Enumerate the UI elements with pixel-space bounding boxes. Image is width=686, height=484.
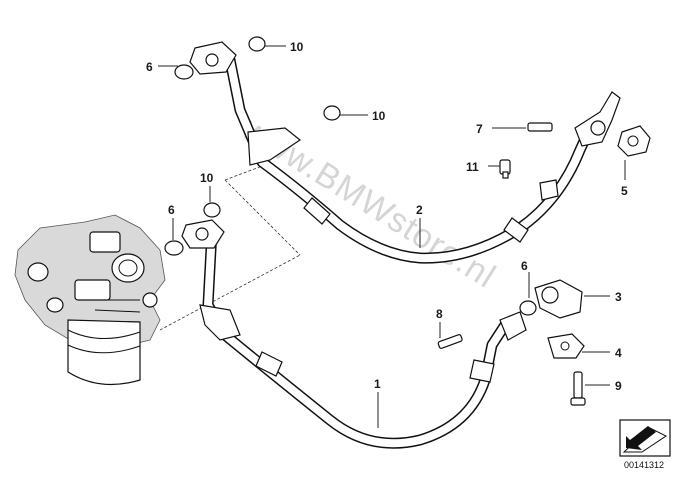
seal-ring-6a — [174, 64, 194, 80]
callout-8: 8 — [436, 307, 443, 321]
callout-4: 4 — [615, 346, 622, 360]
gasket-5 — [617, 125, 651, 157]
callout-2: 2 — [416, 203, 423, 217]
hose-2 — [224, 54, 596, 264]
grommet-10b — [323, 105, 341, 121]
leader-lines — [158, 45, 626, 428]
callout-5: 5 — [621, 184, 628, 198]
upper-flange — [174, 36, 341, 121]
callout-10-upper: 10 — [290, 40, 304, 54]
bolt-9 — [573, 371, 583, 399]
gasket-4 — [547, 333, 585, 359]
callout-6-left: 6 — [168, 203, 175, 217]
flange-3 — [534, 279, 583, 319]
callout-6-right: 6 — [521, 259, 528, 273]
callout-10-left: 10 — [200, 171, 214, 185]
lower-right-fittings — [437, 279, 586, 406]
grommet-10a — [248, 36, 266, 52]
callout-1: 1 — [374, 377, 381, 391]
seal-ring-6c — [519, 300, 537, 316]
callout-10-middle: 10 — [372, 109, 386, 123]
callout-6-upper: 6 — [146, 60, 153, 74]
seal-ring-6b — [164, 240, 184, 256]
callout-3: 3 — [615, 290, 622, 304]
callout-7: 7 — [476, 122, 483, 136]
bolt-7 — [527, 122, 553, 132]
lower-left-flange — [164, 202, 225, 256]
arrow-badge-icon — [619, 419, 671, 457]
diagram-id: 00141312 — [624, 460, 664, 470]
bolt-8 — [437, 334, 463, 349]
callout-11: 11 — [466, 160, 479, 174]
upper-right-fittings — [499, 91, 651, 179]
engine-block-icon — [14, 214, 166, 386]
callout-9: 9 — [615, 379, 622, 393]
hose-1 — [199, 224, 511, 449]
grommet-10c — [203, 202, 221, 218]
